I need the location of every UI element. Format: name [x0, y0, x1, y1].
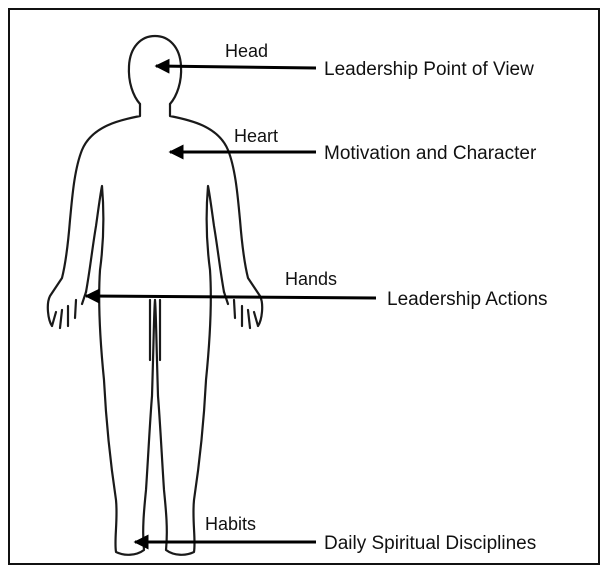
label-head: Head — [225, 41, 268, 61]
arrow-head — [156, 66, 316, 68]
description-head: Leadership Point of View — [324, 59, 534, 80]
arrow-hands — [86, 296, 376, 298]
figure-torso — [86, 186, 224, 555]
label-habits: Habits — [205, 514, 256, 534]
description-habits: Daily Spiritual Disciplines — [324, 533, 536, 554]
label-heart: Heart — [234, 126, 278, 146]
description-heart: Motivation and Character — [324, 143, 537, 164]
description-hands: Leadership Actions — [387, 289, 548, 310]
figure-head — [129, 36, 181, 104]
figure-body-outline — [48, 104, 262, 328]
label-hands: Hands — [285, 269, 337, 289]
